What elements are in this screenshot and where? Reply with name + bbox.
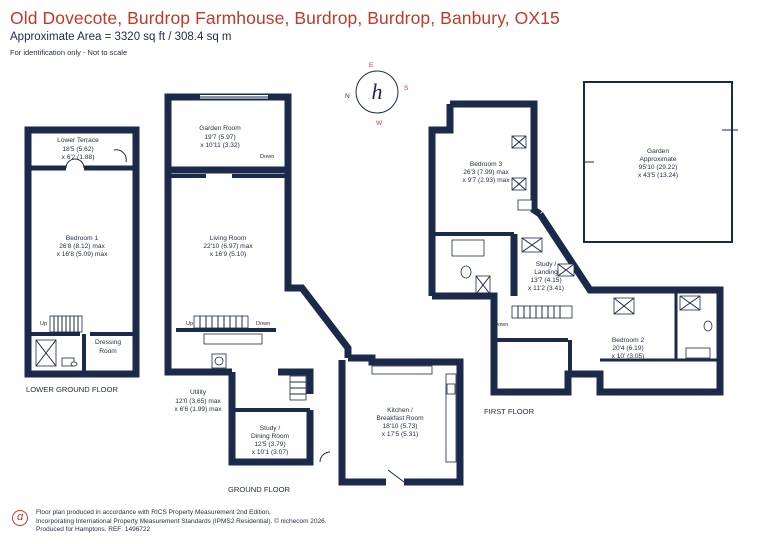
room-dim: 13'7 (4.15) [530,277,561,284]
stairs-down-label: Down [494,322,508,328]
room-dim: 26'3 (7.99) max [463,169,509,176]
compass-n: N [345,93,350,100]
room-label: Room [99,348,117,355]
stairs-down-label: Down [260,154,274,160]
lower-stairs [49,315,83,333]
room-dim: x 43'5 (13.24) [638,172,678,179]
compass-rose: h N E S W [345,62,409,127]
stairs-up-label: Up [186,321,193,327]
room-label: Bedroom 2 [612,337,645,344]
identification-note: For identification only - Not to scale [10,48,128,57]
room-label: Living Room [210,235,247,242]
room-label: Lower Terrace [57,137,99,144]
room-dim: 19'7 (5.97) [204,134,235,141]
room-label: Study / [260,425,281,432]
room-label: Garden Room [199,125,241,132]
ground-floor: Garden Room 19'7 (5.97) x 10'11 (3.32) L… [164,93,464,494]
room-dim: x 10'1 (3.07) [252,449,288,456]
room-label: Bedroom 1 [66,235,99,242]
room-dim: 20'4 (6.19) [612,345,643,352]
room-dim: 18'10 (5.73) [383,423,418,430]
room-dim: 95'10 (29.22) [639,164,678,171]
room-dim: 26'8 (8.12) max [59,243,105,250]
room-dim: 12'0 (3.65) max [175,398,221,405]
footer-line: Produced for Hamptons. REF: 1496722 [36,526,151,534]
room-label: Dressing [95,339,121,346]
room-label: Dining Room [251,433,290,440]
compass-s: S [404,85,409,92]
room-label: Landing [534,269,558,276]
room-dim: x 17'5 (5.31) [382,431,418,438]
room-dim: 12'5 (3.79) [254,441,285,448]
room-dim: x 10'11 (3.32) [200,142,240,149]
room-dim: x 6'2 (1.88) [62,154,95,161]
stairs-up-label: Up [40,321,47,327]
stairs-down-label: Down [256,321,270,327]
floor-label-ground: GROUND FLOOR [228,485,291,494]
compass-w: W [376,120,383,127]
room-label: Kitchen / [387,407,413,414]
room-dim: 22'10 (6.97) max [203,243,253,250]
room-dim: x 6'6 (1.99) max [174,406,222,413]
room-label: Breakfast Room [376,415,424,422]
garden: Garden Approximate 95'10 (29.22) x 43'5 … [583,81,738,243]
room-dim: 18'5 (5.62) [62,146,93,153]
brand-logo: ɑ [12,510,28,526]
room-dim: x 10' (3.05) [612,353,645,360]
first-floor: Bedroom 3 26'3 (7.99) max x 9'7 (2.93) m… [428,100,724,416]
room-dim: x 16'9 (5.10) [210,251,246,258]
room-label: Garden [647,148,669,155]
compass-logo: h [372,79,383,104]
floor-label-lower: LOWER GROUND FLOOR [26,385,118,394]
footer-line: Floor plan produced in accordance with R… [36,509,271,516]
room-label: Bedroom 3 [470,161,503,168]
floor-label-first: FIRST FLOOR [484,407,535,416]
room-label: Approximate [639,156,676,163]
room-dim: x 11'2 (3.41) [528,285,564,292]
compass-e: E [369,62,374,69]
footer-line: Incorporating International Property Mea… [36,517,327,525]
room-label: Utility [190,389,207,396]
footer-notes: Floor plan produced in accordance with R… [36,509,327,535]
room-dim: x 16'8 (5.09) max [57,251,108,258]
room-dim: x 9'7 (2.93) max [462,177,510,184]
lower-ground-floor: Lower Terrace 18'5 (5.62) x 6'2 (1.88) B… [24,126,140,394]
page-title: Old Dovecote, Burdrop Farmhouse, Burdrop… [10,8,560,28]
approximate-area: Approximate Area = 3320 sq ft / 308.4 sq… [10,31,232,43]
room-label: Study / [536,261,557,268]
